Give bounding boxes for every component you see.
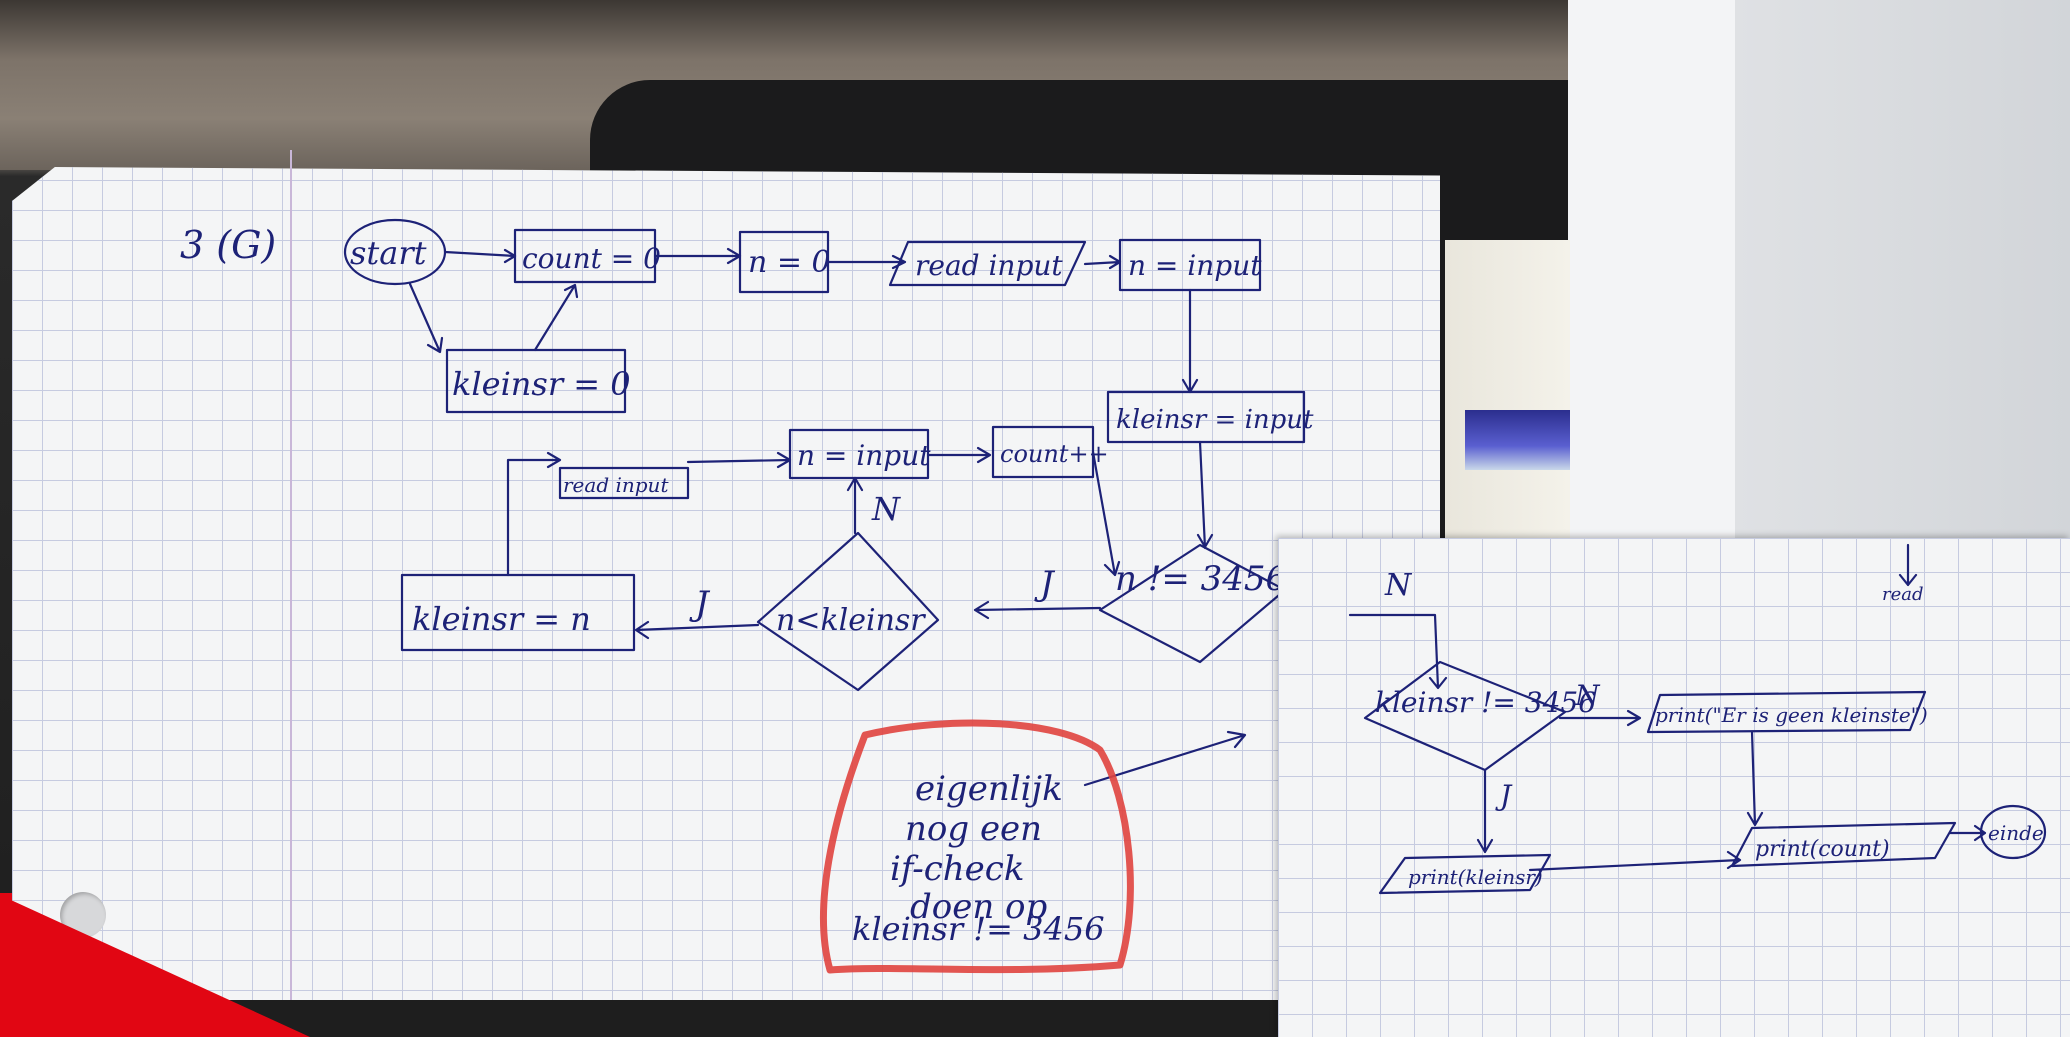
book-edge — [1445, 240, 1570, 540]
node-kleinsr-n: kleinsr = n — [400, 573, 636, 652]
red-corner-shape — [0, 895, 310, 1037]
node-start: start — [343, 218, 447, 286]
svg-text:nog een: nog een — [905, 809, 1042, 849]
svg-text:eigenlijk: eigenlijk — [915, 769, 1063, 809]
svg-text:n = input: n = input — [1128, 249, 1262, 282]
svg-text:kleinsr = input: kleinsr = input — [1116, 405, 1314, 435]
paper-margin-line — [290, 150, 292, 1000]
node-decision-kleinsr: kleinsr != 3456 — [1363, 660, 1596, 772]
svg-text:read input: read input — [915, 249, 1063, 282]
edge-label-yes-1: J — [1034, 564, 1056, 604]
svg-text:kleinsr != 3456: kleinsr != 3456 — [1375, 686, 1596, 719]
node-count-inc: count++ — [991, 425, 1109, 479]
svg-text:read input: read input — [563, 473, 669, 497]
node-print-message: print("Er is geen kleinste") — [1646, 690, 1928, 734]
svg-text:n != 3456: n != 3456 — [1115, 559, 1287, 599]
diagram-title: 3 (G) — [180, 223, 276, 267]
svg-text:count = 0: count = 0 — [522, 242, 661, 275]
grid-paper-main — [12, 167, 1440, 1000]
svg-text:doen op: doen op — [910, 887, 1047, 927]
svg-text:start: start — [350, 234, 427, 272]
inset-read-label: read — [1882, 584, 1924, 605]
svg-text:kleinsr = n: kleinsr = n — [412, 600, 591, 638]
edge-label-no: N — [871, 490, 901, 528]
node-decision-n-ne: n != 3456 — [1098, 543, 1287, 664]
node-read-input-2: read input — [558, 466, 690, 500]
node-decision-n-lt: n<kleinsr — [756, 531, 940, 692]
svg-text:print(kleinsr): print(kleinsr) — [1408, 865, 1543, 889]
inset-edge-label-yes: J — [1495, 779, 1513, 812]
node-n-init: n = 0 — [738, 230, 831, 294]
svg-text:n<kleinsr: n<kleinsr — [776, 603, 926, 638]
flowchart-main: 3 (G) start count = 0 n = 0 read input n… — [180, 218, 1314, 974]
svg-text:kleinsr != 3456: kleinsr != 3456 — [852, 910, 1105, 948]
svg-text:count++: count++ — [1000, 440, 1109, 468]
annotation-note: eigenlijk nog een if-check doen op klein… — [820, 719, 1134, 974]
node-end: einde — [1979, 804, 2047, 860]
svg-text:if-check: if-check — [890, 849, 1024, 889]
node-n-input-2: n = input — [788, 428, 931, 480]
svg-text:kleinsr = 0: kleinsr = 0 — [452, 365, 631, 403]
inset-edge-label-top: N — [1384, 568, 1413, 603]
node-kleinsr-input: kleinsr = input — [1106, 390, 1314, 444]
node-print-count: print(count) — [1730, 821, 1957, 868]
node-print-kleinsr: print(kleinsr) — [1378, 853, 1552, 895]
edge-label-yes-2: J — [689, 584, 711, 624]
svg-text:print(count): print(count) — [1755, 837, 1890, 862]
svg-text:print("Er is geen kleinste"): print("Er is geen kleinste") — [1655, 703, 1928, 727]
grid-paper-inset — [1278, 538, 2070, 1037]
right-white-area — [1568, 0, 1735, 540]
inset-edge-label-no: N — [1574, 679, 1601, 712]
svg-text:n = 0: n = 0 — [748, 245, 831, 280]
svg-text:n = input: n = input — [797, 439, 931, 472]
node-read-input-1: read input — [888, 240, 1087, 287]
svg-text:einde: einde — [1988, 821, 2044, 845]
book-cover-blue — [1465, 410, 1570, 470]
red-corner-strip — [0, 893, 12, 1037]
